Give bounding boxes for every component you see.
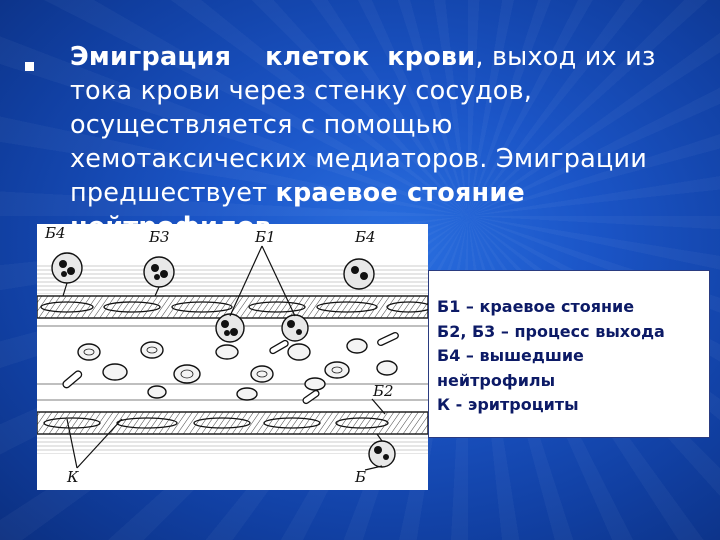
bullet-marker: [25, 62, 34, 71]
lower-vessel-wall: [37, 412, 428, 434]
term-blood: крови: [387, 42, 475, 72]
legend-line-b4: Б4 – вышедшие: [437, 344, 709, 369]
label-b1: Б1: [254, 228, 276, 246]
legend-line-k: К - эритроциты: [437, 393, 709, 418]
term-emigration: Эмиграция: [70, 42, 231, 72]
term-cells: клеток: [265, 42, 369, 72]
label-b3: Б3: [148, 228, 170, 246]
legend-line-neutrophils: нейтрофилы: [437, 369, 709, 394]
label-b4-right: Б4: [354, 228, 376, 246]
label-b2: Б2: [372, 382, 394, 400]
legend-box: Б1 – краевое стояние Б2, Б3 – процесс вы…: [428, 270, 710, 438]
vessel-illustration: Б4 Б3 Б1 Б4 Б2 К Б: [37, 224, 428, 490]
label-b: Б: [354, 468, 366, 486]
vessel-drawing: Б4 Б3 Б1 Б4 Б2 К Б: [37, 224, 428, 490]
legend-line-b1: Б1 – краевое стояние: [437, 295, 709, 320]
label-k: К: [66, 468, 79, 486]
legend-line-b2-b3: Б2, Б3 – процесс выхода: [437, 320, 709, 345]
label-b4-left: Б4: [44, 224, 66, 242]
